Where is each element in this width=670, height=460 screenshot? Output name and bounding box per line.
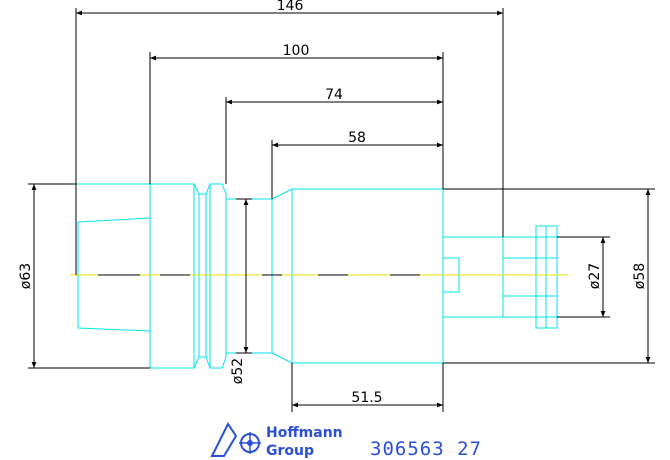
logo-text-line2: Group — [266, 443, 314, 459]
shank — [443, 236, 504, 318]
dimension-lines — [31, 10, 651, 408]
dim-d63: ø63 — [18, 263, 34, 289]
dim-74: 74 — [325, 87, 343, 103]
logo-text-line1: Hoffmann — [266, 425, 343, 441]
logo-mark-icon — [210, 422, 261, 457]
part-outline — [76, 183, 558, 369]
dim-58: 58 — [348, 130, 366, 146]
hoffmann-logo: Hoffmann Group — [210, 422, 343, 459]
dim-d52: ø52 — [230, 358, 246, 384]
dim-100: 100 — [283, 43, 310, 59]
main-body — [291, 188, 444, 364]
part-number: 306563 27 — [370, 438, 482, 460]
dim-51-5: 51.5 — [351, 390, 382, 406]
drive-nut — [502, 236, 558, 318]
taper — [271, 188, 293, 364]
collar — [150, 183, 195, 369]
dim-146: 146 — [277, 0, 304, 14]
dim-d58: ø58 — [632, 263, 648, 289]
extension-lines — [28, 8, 655, 412]
dimension-labels: 146 100 74 58 51.5 ø63 ø52 ø27 ø58 — [18, 0, 648, 406]
collet-nose — [76, 183, 151, 369]
neck — [226, 198, 273, 354]
dim-d27: ø27 — [587, 263, 603, 289]
